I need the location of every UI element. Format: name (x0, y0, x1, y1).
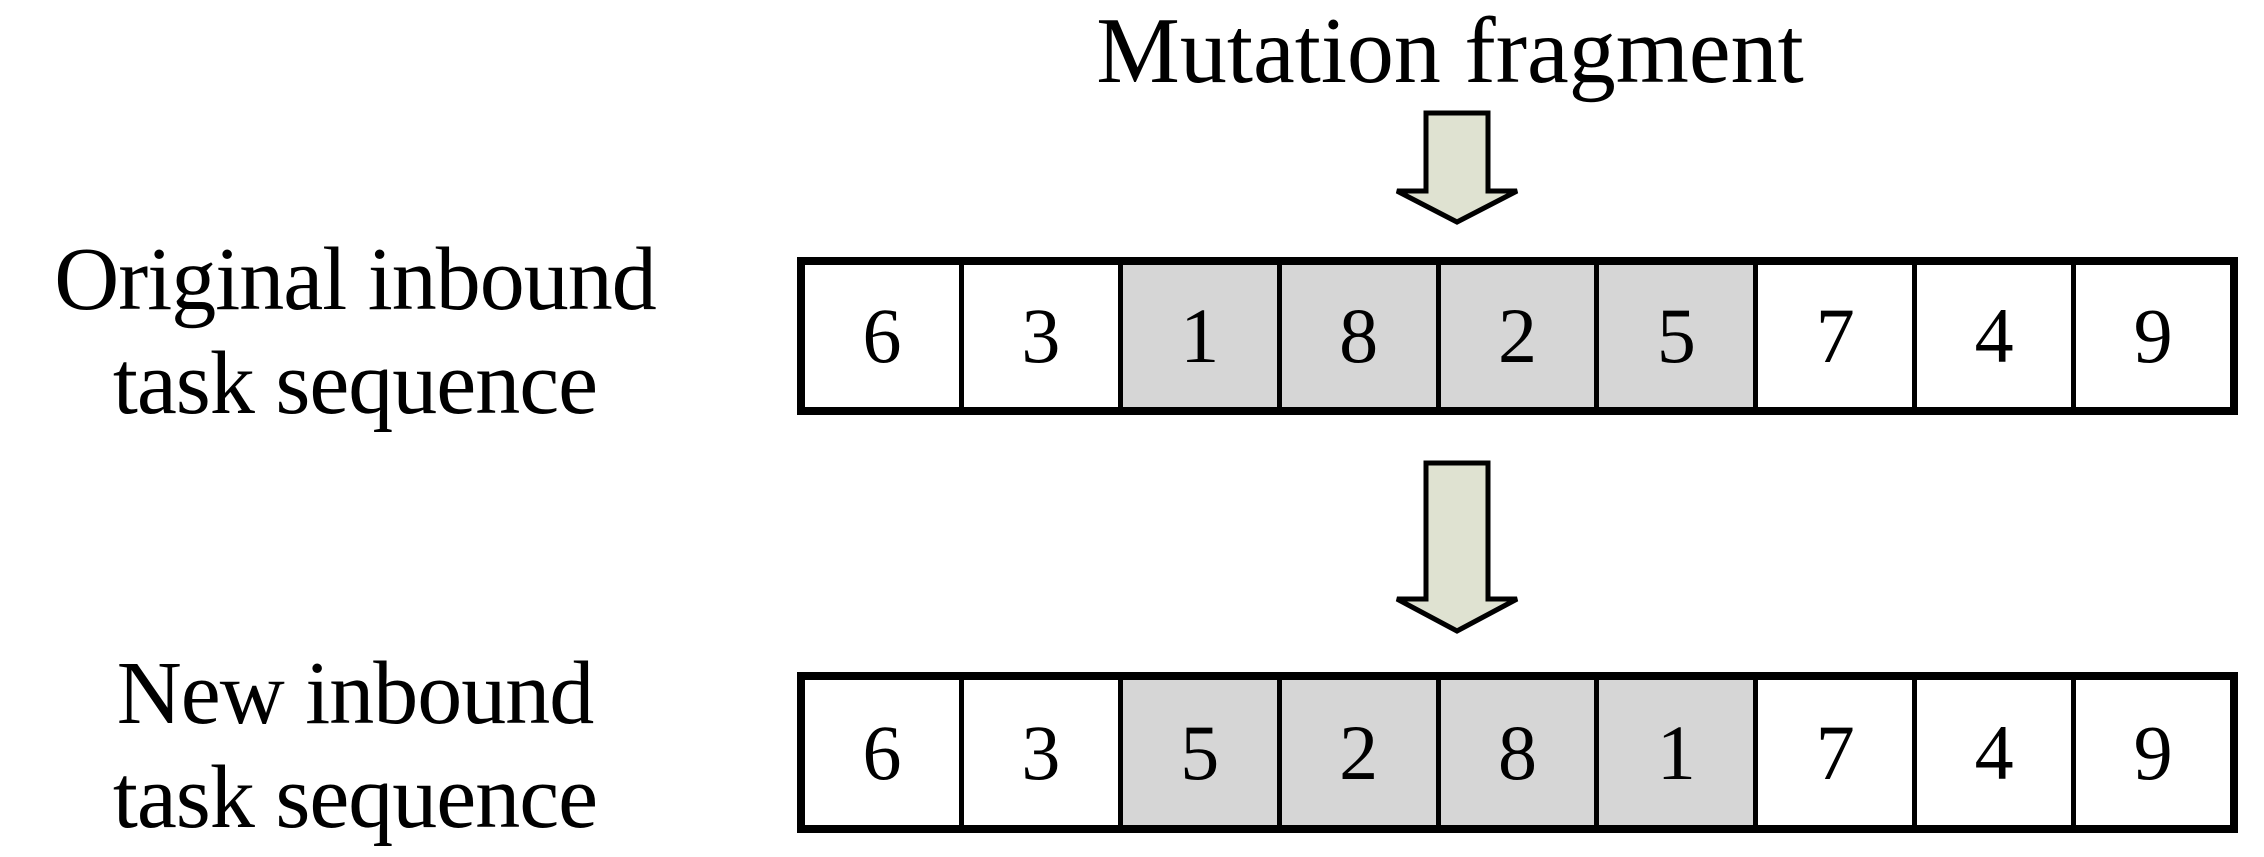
new-sequence-label-line2: task sequence (112, 748, 598, 848)
sequence-cell: 1 (1122, 265, 1282, 407)
sequence-cell: 9 (2076, 680, 2231, 825)
down-arrow-icon (1395, 460, 1519, 634)
sequence-cell: 7 (1758, 680, 1918, 825)
sequence-cell: 4 (1917, 265, 2077, 407)
sequence-cell: 5 (1122, 680, 1282, 825)
sequence-cell: 6 (805, 265, 964, 407)
sequence-cell: 9 (2076, 265, 2231, 407)
sequence-cell: 3 (963, 680, 1123, 825)
sequence-cell: 7 (1758, 265, 1918, 407)
new-sequence-label-line1: New inbound (116, 644, 594, 743)
original-sequence-label: Original inbound task sequence (0, 228, 710, 437)
original-sequence-label-line1: Original inbound (54, 230, 656, 329)
sequence-cell: 2 (1440, 265, 1600, 407)
down-arrow-icon (1395, 110, 1519, 225)
sequence-cell: 8 (1281, 265, 1441, 407)
sequence-cell: 2 (1281, 680, 1441, 825)
sequence-cell: 5 (1599, 265, 1759, 407)
sequence-cell: 4 (1917, 680, 2077, 825)
sequence-cell: 8 (1440, 680, 1600, 825)
original-sequence-label-line2: task sequence (112, 334, 598, 434)
sequence-cell: 1 (1599, 680, 1759, 825)
sequence-cell: 3 (963, 265, 1123, 407)
diagram-title: Mutation fragment (1096, 0, 1804, 103)
new-sequence-label: New inbound task sequence (0, 642, 710, 851)
sequence-cell: 6 (805, 680, 964, 825)
